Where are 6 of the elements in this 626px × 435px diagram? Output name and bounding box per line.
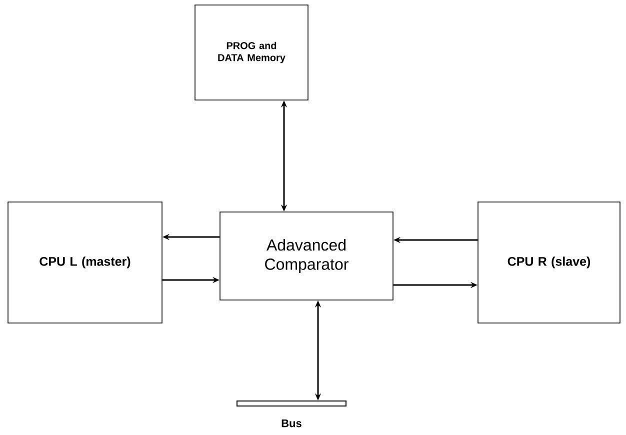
block-box: PROG and DATA Memory — [194, 4, 308, 100]
block-box: CPU R (slave) — [478, 202, 620, 324]
block-box: Adavanced Comparator — [220, 212, 394, 300]
bus-bar: Bus — [236, 400, 346, 428]
block-box: CPU L (master) — [8, 202, 162, 324]
node-label: Bus — [282, 420, 302, 428]
